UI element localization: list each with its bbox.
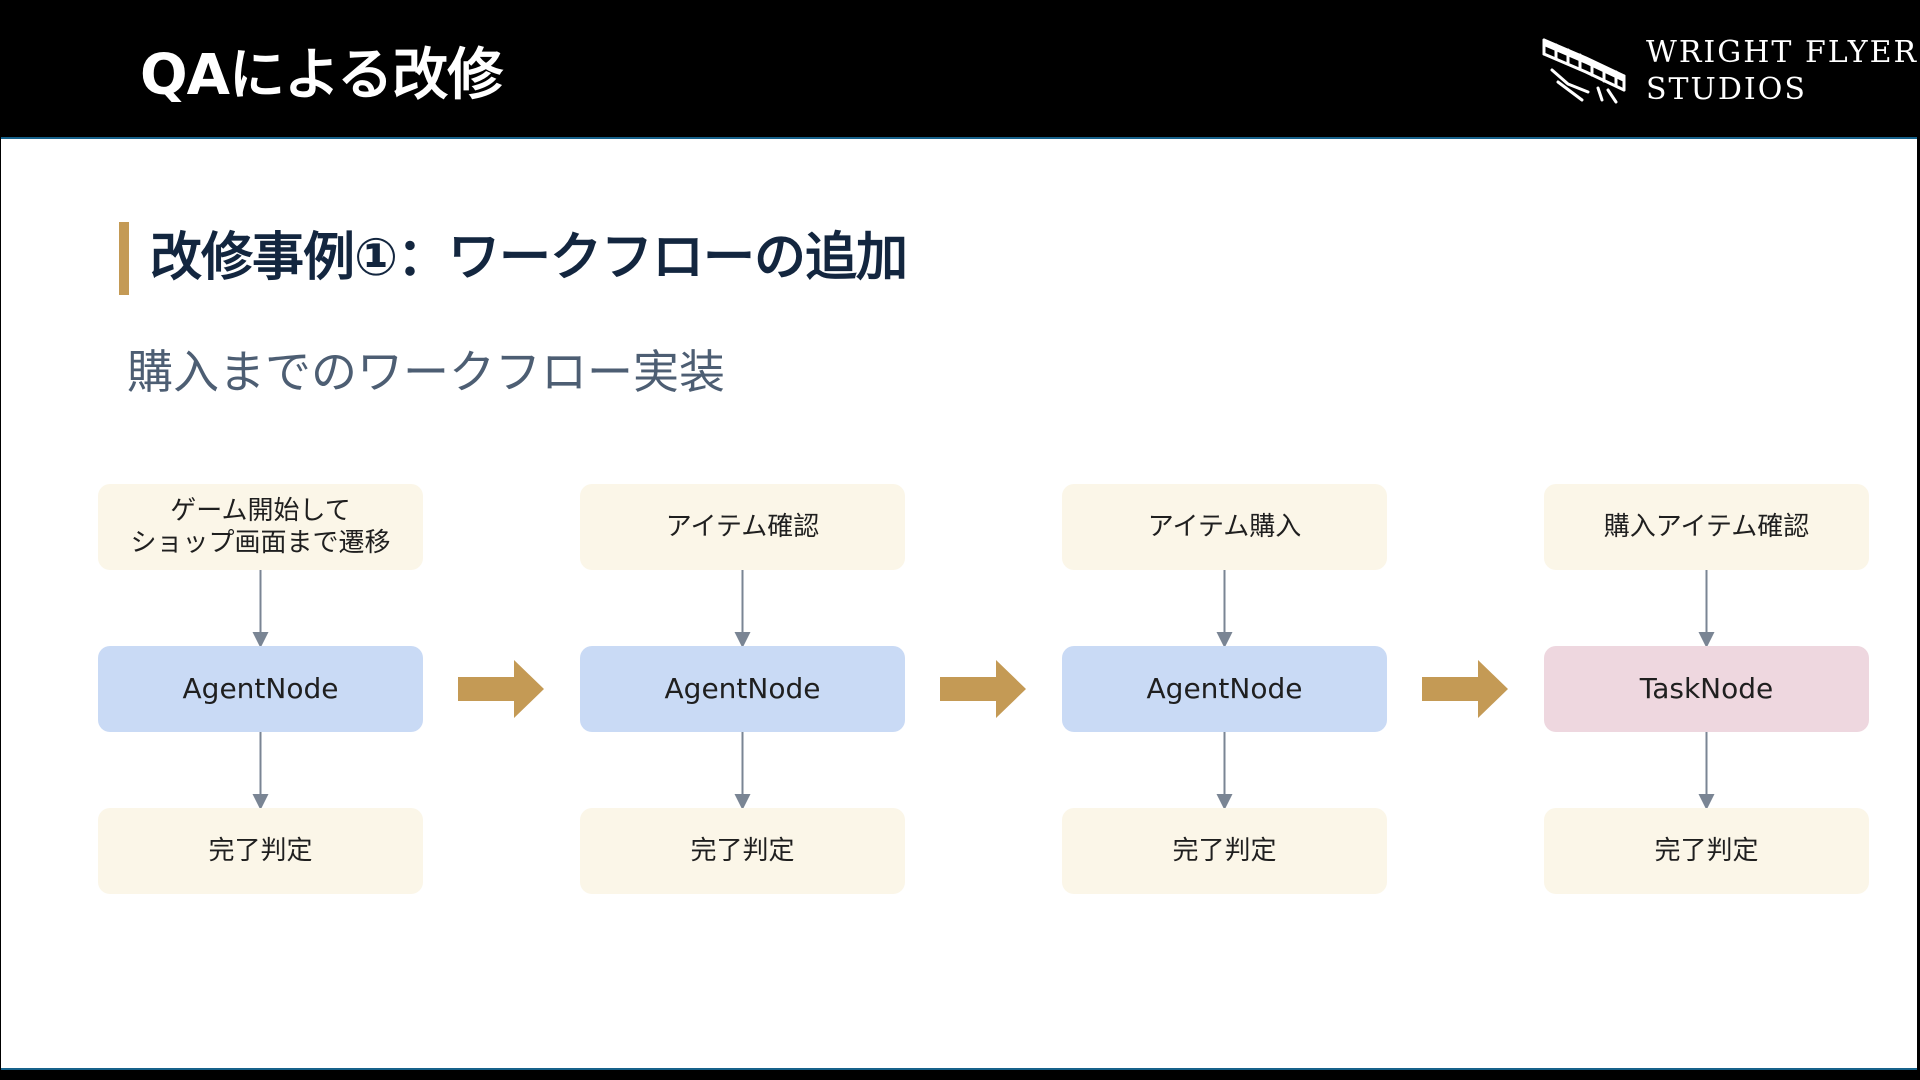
agent-node-2-label: AgentNode	[665, 673, 821, 705]
wright-flyer-plane-icon	[1542, 38, 1626, 104]
company-logo: WRIGHT FLYER STUDIOS	[1538, 28, 1916, 108]
completion-check-4: 完了判定	[1544, 808, 1869, 894]
task-box-1-label: ゲーム開始してショップ画面まで遷移	[130, 495, 390, 559]
completion-check-1: 完了判定	[98, 808, 423, 894]
agent-node-3-text-line: AgentNode	[1146, 672, 1303, 705]
completion-check-2: 完了判定	[580, 808, 905, 894]
completion-check-4-text-line: 完了判定	[1654, 836, 1759, 866]
task-box-1-text-line: ショップ画面まで遷移	[130, 528, 391, 558]
agent-node-3: AgentNode	[1062, 646, 1387, 732]
agent-node-3-label: AgentNode	[1147, 673, 1303, 705]
task-box-4: 購入アイテム確認	[1544, 484, 1869, 570]
task-node-4-label: TaskNode	[1640, 673, 1774, 705]
section-title: 改修事例①：ワークフローの追加	[150, 228, 908, 288]
logo-line-2: STUDIOS	[1646, 72, 1807, 107]
completion-check-3-label: 完了判定	[1172, 835, 1276, 867]
agent-node-2: AgentNode	[580, 646, 905, 732]
task-box-3-label: アイテム購入	[1148, 511, 1301, 543]
completion-check-3-text-line: 完了判定	[1172, 836, 1277, 866]
slide-content	[1, 137, 1917, 1070]
section-accent-bar	[119, 222, 129, 295]
task-box-1: ゲーム開始してショップ画面まで遷移	[98, 484, 423, 570]
logo-wordmark: WRIGHT FLYER STUDIOS	[1646, 34, 1918, 108]
task-box-4-label: 購入アイテム確認	[1604, 511, 1809, 543]
task-box-2-text-line: アイテム確認	[665, 512, 820, 542]
agent-node-1-label: AgentNode	[183, 673, 339, 705]
completion-check-2-label: 完了判定	[690, 835, 794, 867]
completion-check-3: 完了判定	[1062, 808, 1387, 894]
agent-node-1-text-line: AgentNode	[182, 672, 339, 705]
task-box-3-text-line: アイテム購入	[1147, 512, 1302, 542]
task-box-2-label: アイテム確認	[666, 511, 819, 543]
logo-line-1: WRIGHT FLYER	[1646, 35, 1919, 70]
section-subtitle: 購入までのワークフロー実装	[127, 345, 725, 399]
task-box-2: アイテム確認	[580, 484, 905, 570]
agent-node-1: AgentNode	[98, 646, 423, 732]
task-box-3: アイテム購入	[1062, 484, 1387, 570]
task-box-1-text-line: ゲーム開始して	[170, 496, 351, 526]
task-node-4: TaskNode	[1544, 646, 1869, 732]
header-bar: QAによる改修 WRIGHT FLYER STUDIOS	[0, 0, 1920, 137]
page-title: QAによる改修	[140, 43, 503, 108]
completion-check-1-text-line: 完了判定	[208, 836, 313, 866]
agent-node-2-text-line: AgentNode	[664, 672, 821, 705]
completion-check-2-text-line: 完了判定	[690, 836, 795, 866]
completion-check-1-label: 完了判定	[208, 835, 312, 867]
task-node-4-text-line: TaskNode	[1639, 672, 1774, 705]
task-box-4-text-line: 購入アイテム確認	[1603, 512, 1810, 542]
completion-check-4-label: 完了判定	[1654, 835, 1758, 867]
